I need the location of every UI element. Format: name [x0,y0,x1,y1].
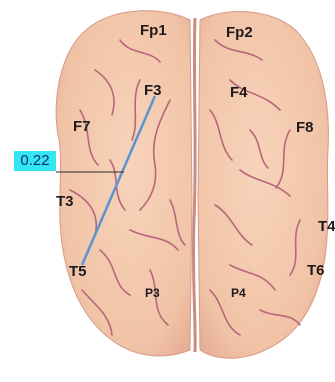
electrode-label-f4: F4 [230,85,248,101]
right-hemisphere [198,12,328,359]
left-hemisphere [56,11,192,356]
electrode-label-t5: T5 [69,264,87,280]
connection-value-label: 0.22 [14,151,56,171]
electrode-label-f8: F8 [296,120,314,136]
longitudinal-fissure [193,18,195,352]
electrode-label-t4: T4 [318,219,335,235]
electrode-label-t3: T3 [56,194,74,210]
electrode-label-fp2: Fp2 [226,25,253,41]
electrode-label-f3: F3 [144,83,162,99]
electrode-label-p3: P3 [145,285,160,301]
electrode-label-f7: F7 [73,119,91,135]
electrode-label-fp1: Fp1 [140,23,167,39]
electrode-label-p4: P4 [231,285,246,301]
electrode-label-t6: T6 [307,263,325,279]
